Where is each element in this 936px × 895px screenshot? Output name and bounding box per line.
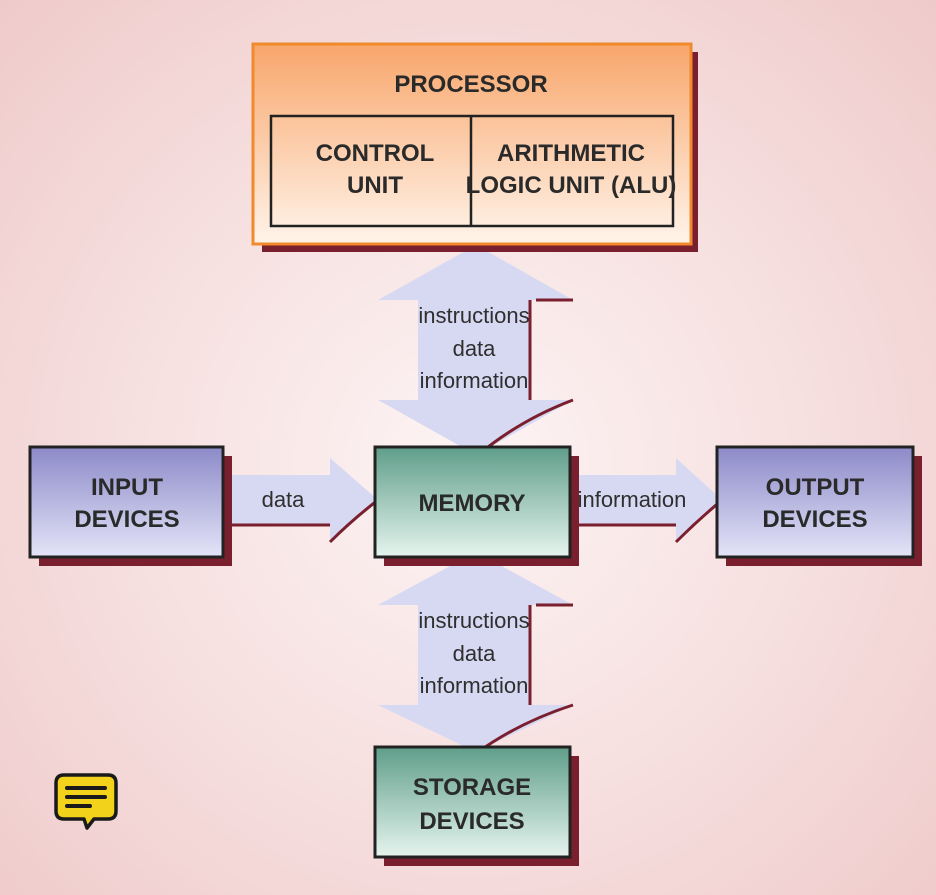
storage-devices-line2: DEVICES [419,808,524,835]
input-devices-box [28,445,232,566]
left-arrow-data: data [262,487,306,512]
processor-title: PROCESSOR [394,71,547,98]
control-unit-line2: UNIT [347,172,403,199]
storage-devices-line1: STORAGE [413,774,531,801]
output-devices-box [715,445,922,566]
speech-note-icon[interactable] [54,773,118,831]
memory-box [373,445,579,566]
bottom-arrow-information: information [420,673,529,698]
output-devices-line1: OUTPUT [766,474,865,501]
control-unit-line1: CONTROL [316,140,435,167]
bottom-arrow-data: data [453,641,497,666]
input-devices-line1: INPUT [91,474,163,501]
output-devices-line2: DEVICES [762,506,867,533]
top-arrow-instructions: instructions [418,303,529,328]
processor-box [251,42,698,252]
top-arrow-data: data [453,336,497,361]
memory-label: MEMORY [418,490,525,517]
right-arrow-information: information [578,487,687,512]
alu-line2: LOGIC UNIT (ALU) [466,172,677,199]
alu-line1: ARITHMETIC [497,140,645,167]
storage-devices-box [373,745,579,866]
input-devices-line2: DEVICES [74,506,179,533]
top-arrow-information: information [420,368,529,393]
bottom-arrow-instructions: instructions [418,608,529,633]
